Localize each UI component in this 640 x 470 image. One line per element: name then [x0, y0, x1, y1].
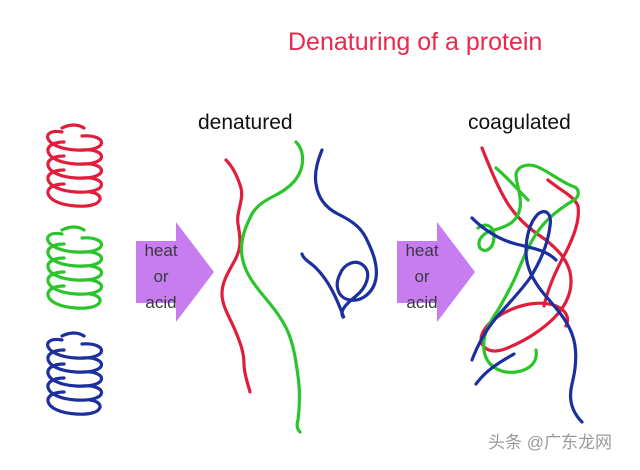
arrow-label-line: acid — [406, 293, 438, 312]
denatured-blue-strand — [300, 148, 378, 320]
arrow-label-line: heat — [144, 241, 178, 260]
arrow-label-line: heat — [405, 241, 439, 260]
coagulated-label: coagulated — [468, 111, 571, 134]
arrow-label-line: or — [414, 267, 430, 286]
arrow-label-1: heat or acid — [131, 238, 191, 316]
arrow-label-2: heat or acid — [392, 238, 452, 316]
diagram-title: Denaturing of a protein — [288, 28, 543, 56]
watermark: 头条 @广东龙网 — [488, 433, 612, 452]
arrow-label-line: acid — [145, 293, 177, 312]
blue-helix-icon — [45, 331, 103, 416]
denatured-green-strand — [239, 140, 305, 434]
denatured-red-strand — [220, 158, 252, 394]
right-arrow-icon — [136, 222, 214, 322]
coagulated-tangle — [470, 146, 584, 424]
red-helix-icon — [45, 123, 103, 208]
green-helix-icon — [45, 225, 103, 310]
right-arrow-icon — [397, 222, 475, 322]
arrow-label-line: or — [153, 267, 169, 286]
denatured-label: denatured — [198, 111, 293, 134]
